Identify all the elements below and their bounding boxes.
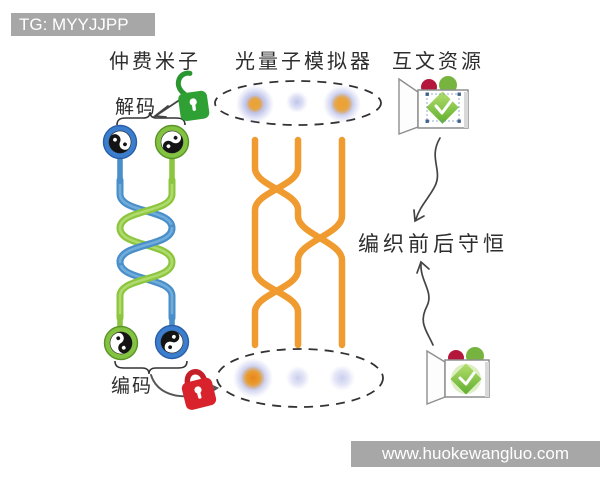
wavy-arrow-up — [416, 260, 434, 346]
encode-label: 编码 — [111, 376, 154, 397]
waveguide-circuit — [251, 136, 346, 349]
decode-label: 解码 — [115, 97, 158, 118]
check-diamond — [450, 363, 482, 395]
majorana-sphere-bottom-left — [103, 325, 139, 361]
wavy-arrow-down — [413, 137, 441, 223]
photon-dot — [329, 365, 355, 391]
column-header-photonic-simulator: 光量子模拟器 — [235, 51, 373, 73]
check-diamond — [426, 91, 459, 124]
decode-arrow — [152, 98, 182, 118]
conservation-label: 编织前后守恒 — [358, 233, 508, 256]
box-door — [426, 349, 446, 406]
bottom-measurement-ellipse — [216, 348, 384, 408]
photon-dot — [331, 93, 353, 115]
waveguide-1 — [251, 136, 346, 349]
resource-box-top-icon — [398, 76, 469, 136]
watermark-bottom-banner: www.huokewangluo.com — [351, 441, 600, 467]
waveguide-3 — [251, 136, 346, 349]
waveguide-2 — [251, 136, 302, 349]
majorana-sphere-top-right — [154, 124, 190, 160]
photon-dot — [246, 95, 264, 113]
majorana-sphere-bottom-right — [154, 324, 190, 360]
photon-dot — [286, 91, 308, 113]
braid-strands — [116, 176, 176, 322]
selection-handles — [425, 92, 461, 123]
majorana-sphere-top-left — [102, 124, 138, 160]
closed-lock-icon — [181, 369, 217, 410]
photon-dot — [241, 366, 265, 390]
top-measurement-ellipse — [214, 80, 382, 126]
resource-box-bottom-icon — [426, 347, 490, 406]
box-door — [398, 77, 419, 136]
photon-dot — [286, 366, 310, 390]
column-header-anyons: 仲费米子 — [109, 51, 201, 73]
open-lock-icon — [175, 70, 210, 122]
watermark-top-banner: TG: MYYJJPP — [11, 13, 155, 36]
underbrace — [114, 360, 188, 375]
column-header-contextuality-resource: 互文资源 — [392, 51, 484, 73]
selection-outline — [426, 93, 460, 122]
overbrace — [116, 111, 186, 126]
